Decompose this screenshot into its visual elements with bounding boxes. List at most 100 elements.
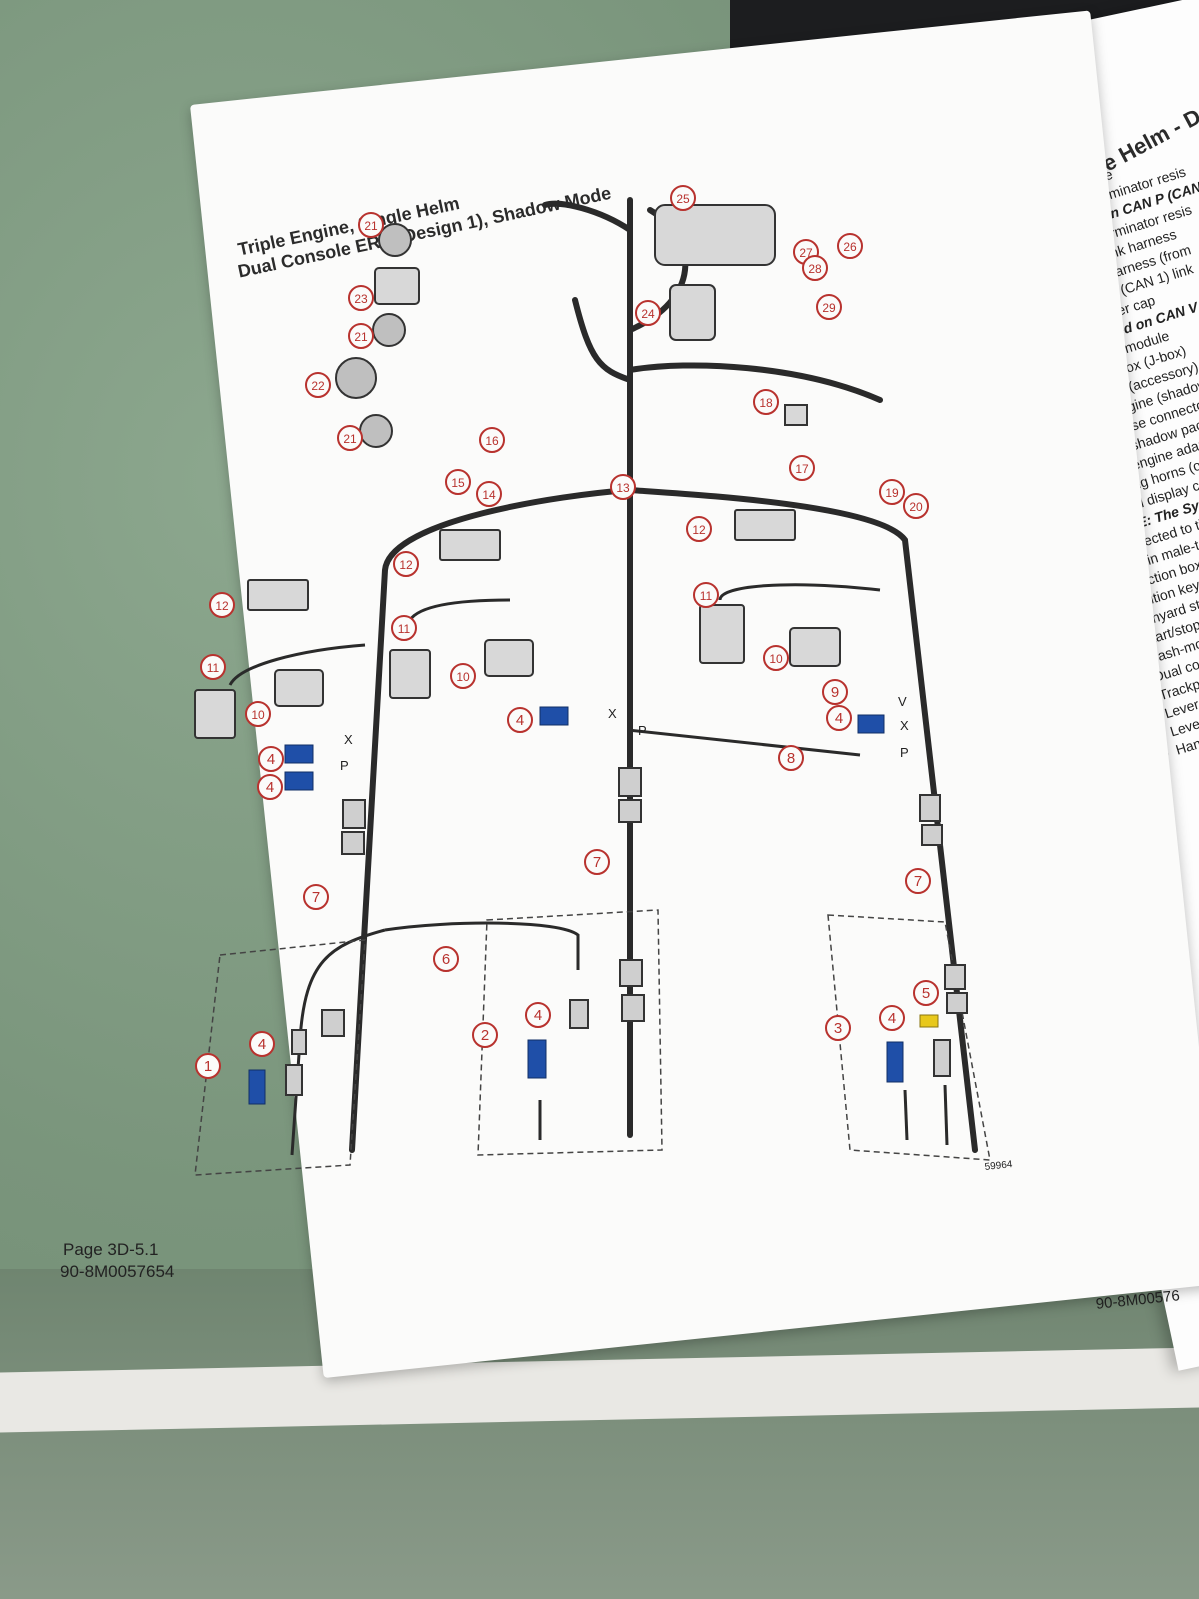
callout-7: 7	[905, 868, 931, 894]
callout-label: 28	[808, 262, 822, 276]
callout-label: 6	[442, 951, 450, 968]
callout-3: 3	[825, 1015, 851, 1041]
callout-22: 22	[305, 372, 331, 398]
callout-1: 1	[195, 1053, 221, 1079]
callout-10: 10	[450, 663, 476, 689]
callout-label: 21	[364, 219, 378, 233]
callout-label: 12	[215, 599, 229, 613]
callout-8: 8	[778, 745, 804, 771]
callout-4: 4	[826, 705, 852, 731]
callout-15: 15	[445, 469, 471, 495]
callout-label: 8	[787, 750, 795, 767]
callout-29: 29	[816, 294, 842, 320]
callout-label: 12	[692, 523, 706, 537]
callout-label: 9	[831, 684, 839, 701]
callout-label: 10	[769, 652, 783, 666]
doc-number: 90-8M0057654	[60, 1262, 175, 1281]
svg-text:V: V	[898, 694, 907, 709]
callout-label: 21	[354, 330, 368, 344]
callout-11: 11	[200, 654, 226, 680]
callout-21: 21	[348, 323, 374, 349]
callout-label: 24	[641, 307, 655, 321]
callout-20: 20	[903, 493, 929, 519]
callout-11: 11	[391, 615, 417, 641]
callout-4: 4	[258, 746, 284, 772]
callout-label: 16	[485, 434, 499, 448]
connectors-gray	[285, 767, 968, 1096]
callout-label: 25	[676, 192, 690, 206]
modules	[194, 204, 841, 739]
callout-7: 7	[303, 884, 329, 910]
figure-id: 59964	[984, 1159, 1013, 1173]
callout-9: 9	[822, 679, 848, 705]
callout-4: 4	[507, 707, 533, 733]
callout-26: 26	[837, 233, 863, 259]
callout-7: 7	[584, 849, 610, 875]
callout-label: 4	[258, 1036, 266, 1053]
callout-21: 21	[337, 425, 363, 451]
callout-14: 14	[476, 481, 502, 507]
callout-label: 22	[311, 379, 325, 393]
svg-text:P: P	[900, 745, 909, 760]
callout-25: 25	[670, 185, 696, 211]
callout-label: 17	[795, 462, 809, 476]
callout-label: 4	[267, 751, 275, 768]
callout-13: 13	[610, 474, 636, 500]
callout-label: 3	[834, 1020, 842, 1037]
callout-label: 10	[251, 708, 265, 722]
branch-wires	[228, 583, 949, 1156]
svg-text:X: X	[608, 706, 617, 721]
callout-24: 24	[635, 300, 661, 326]
callout-label: 11	[207, 661, 220, 675]
callout-label: 11	[398, 622, 411, 636]
terminator-yellow	[919, 1014, 939, 1028]
callout-label: 21	[343, 432, 357, 446]
svg-text:X: X	[344, 732, 353, 747]
callout-12: 12	[686, 516, 712, 542]
callout-label: 4	[266, 779, 274, 796]
callout-10: 10	[245, 701, 271, 727]
callout-label: 4	[835, 710, 843, 727]
terminators-blue	[248, 706, 904, 1105]
callout-label: 23	[354, 292, 368, 306]
main-harness-wires	[349, 197, 978, 1153]
callout-label: 7	[914, 873, 922, 890]
callout-23: 23	[348, 285, 374, 311]
callout-label: 18	[759, 396, 773, 410]
callout-label: 4	[888, 1010, 896, 1027]
callout-5: 5	[913, 980, 939, 1006]
callout-4: 4	[525, 1002, 551, 1028]
callout-label: 7	[312, 889, 320, 906]
callout-label: 7	[593, 854, 601, 871]
callout-4: 4	[257, 774, 283, 800]
callout-16: 16	[479, 427, 505, 453]
callout-17: 17	[789, 455, 815, 481]
callout-label: 19	[885, 486, 899, 500]
svg-text:X: X	[900, 718, 909, 733]
callout-label: 4	[534, 1007, 542, 1024]
callout-label: 14	[482, 488, 496, 502]
callout-10: 10	[763, 645, 789, 671]
wire-labels: X P X P V X P	[340, 694, 909, 773]
callout-label: 26	[843, 240, 857, 254]
callout-label: 1	[204, 1058, 212, 1075]
callout-label: 12	[399, 558, 413, 572]
callout-label: 13	[616, 481, 630, 495]
callout-4: 4	[249, 1031, 275, 1057]
callout-6: 6	[433, 946, 459, 972]
callout-12: 12	[393, 551, 419, 577]
callout-2: 2	[472, 1022, 498, 1048]
page-number: Page 3D-5.1	[63, 1240, 159, 1259]
callout-label: 20	[909, 500, 923, 514]
callout-21: 21	[358, 212, 384, 238]
callout-label: 29	[822, 301, 836, 315]
callout-28: 28	[802, 255, 828, 281]
callout-label: 4	[516, 712, 524, 729]
callout-label: 11	[700, 589, 713, 603]
callout-12: 12	[209, 592, 235, 618]
callout-label: 5	[922, 985, 930, 1002]
svg-text:P: P	[638, 723, 647, 738]
callout-label: 10	[456, 670, 470, 684]
